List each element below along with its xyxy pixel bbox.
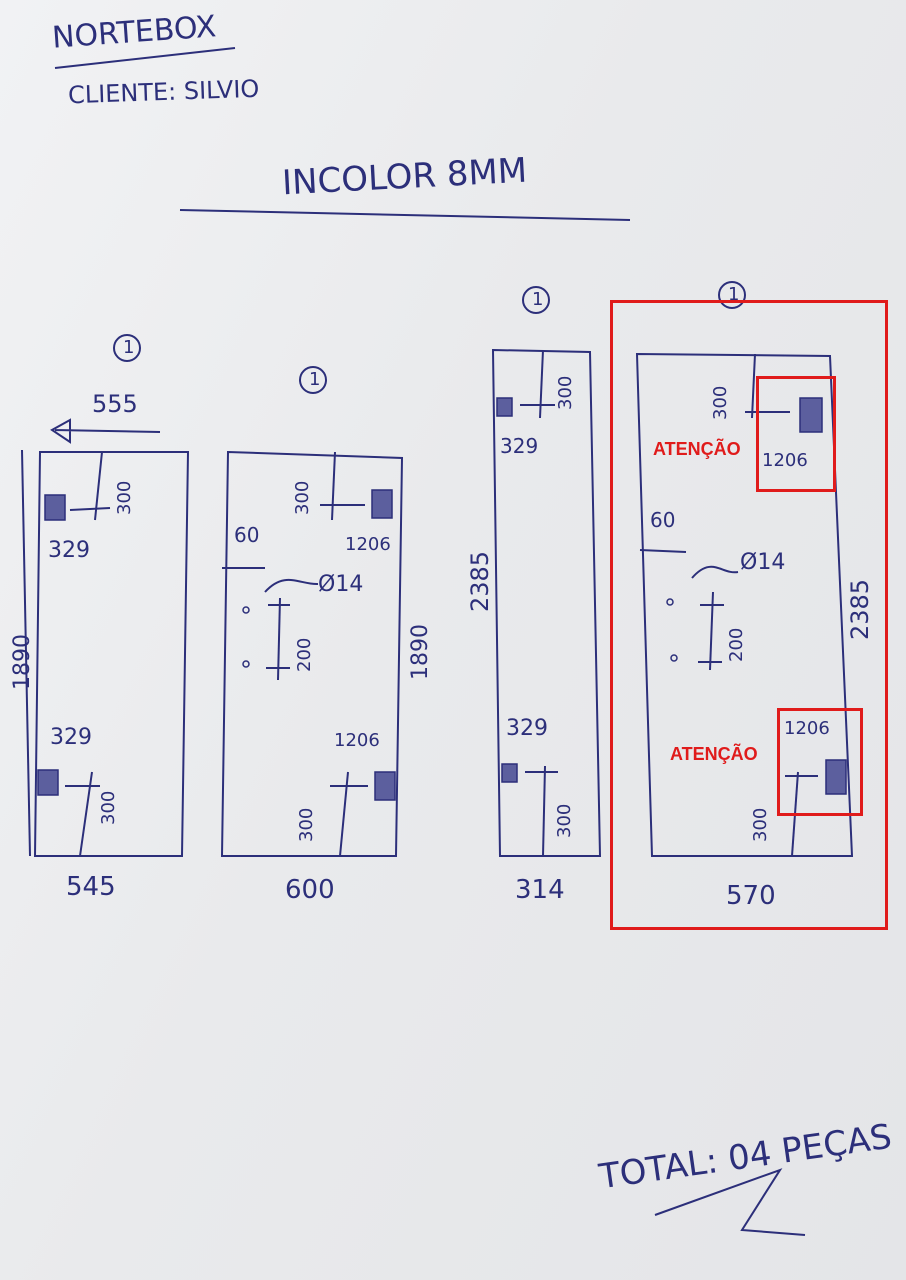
- piece-3-bottom-hinge-label: 329: [506, 716, 548, 741]
- signature-squiggle: [654, 1168, 806, 1236]
- piece-1-arrow: [50, 418, 161, 444]
- piece-2-hole-spacing: 200: [294, 637, 315, 672]
- piece-1-top-hinge: [44, 494, 66, 521]
- warning-bottom-label: ATENÇÃO: [670, 744, 758, 764]
- company-underline: [54, 47, 236, 69]
- piece-2-top-hinge-label: 1206: [345, 534, 391, 555]
- piece-3-bottom-hinge-distance: 300: [554, 803, 575, 838]
- piece-4-hole-top: [666, 598, 674, 606]
- piece-1-width-bottom: 545: [66, 872, 116, 902]
- piece-4-hole-leader: [691, 565, 739, 579]
- piece-4-qty: 1: [728, 284, 740, 305]
- piece-2-top-hinge-dim: [331, 451, 336, 521]
- piece-1-bottom-hinge-label: 329: [50, 725, 92, 750]
- piece-3-width-bottom: 314: [515, 875, 565, 905]
- piece-4-width-bottom: 570: [726, 881, 776, 911]
- piece-1-top-hinge-dim: [94, 451, 103, 521]
- piece-1-qty-circle: [113, 334, 141, 362]
- piece-3-top-hinge-distance: 300: [555, 375, 576, 410]
- piece-4-hole-bottom: [670, 654, 678, 662]
- piece-4-hole-diameter: Ø14: [740, 550, 786, 575]
- piece-3-qty-circle: [522, 286, 550, 314]
- piece-1-height-dim: [21, 449, 31, 857]
- piece-4-top-hinge-label: 1206: [762, 450, 808, 471]
- piece-2-top-hinge-distance: 300: [292, 480, 313, 515]
- piece-1-top-hinge-distance: 300: [114, 480, 135, 515]
- highlight-bottom-hinge: [777, 708, 863, 816]
- piece-2-bottom-hinge-dim: [339, 771, 349, 857]
- piece-1-qty: 1: [123, 337, 135, 358]
- piece-4-hole-offset: 60: [650, 508, 676, 532]
- piece-1-height: 1890: [10, 634, 35, 690]
- piece-2-hole-offset: 60: [234, 523, 260, 547]
- piece-1-top-hinge-tick: [69, 507, 111, 511]
- material-underline: [179, 209, 631, 221]
- piece-1-width-top: 555: [92, 390, 138, 418]
- piece-2-bottom-hinge-label: 1206: [334, 730, 380, 751]
- piece-2-hole-top: [242, 606, 250, 614]
- piece-4-hole-offset-dim: [639, 549, 687, 553]
- highlight-piece-4: [610, 300, 888, 930]
- piece-2-hole-leader: [264, 578, 319, 593]
- piece-2-top-hinge: [371, 489, 393, 519]
- piece-4-qty-circle: [718, 281, 746, 309]
- piece-2-height: 1890: [408, 624, 433, 680]
- piece-2-qty-circle: [299, 366, 327, 394]
- piece-1-bottom-hinge-distance: 300: [98, 790, 119, 825]
- piece-2-qty: 1: [309, 369, 321, 390]
- piece-3-qty: 1: [532, 289, 544, 310]
- piece-2-outline: [220, 450, 404, 857]
- piece-3-bottom-hinge-dim: [542, 765, 546, 857]
- piece-2-bottom-hinge-distance: 300: [296, 807, 317, 842]
- piece-2-hole-spacing-dim: [277, 597, 281, 681]
- piece-1-top-hinge-label: 329: [48, 538, 90, 563]
- piece-2-hole-diameter: Ø14: [318, 572, 364, 597]
- warning-top-label: ATENÇÃO: [653, 439, 741, 459]
- piece-4-top-hinge-dim: [751, 353, 756, 419]
- piece-2-bottom-hinge: [374, 771, 396, 801]
- piece-1-outline: [33, 451, 190, 857]
- highlight-top-hinge: [756, 376, 836, 492]
- piece-4-top-hinge: [799, 397, 823, 433]
- piece-1-bottom-hinge: [37, 769, 59, 796]
- piece-3-bottom-hinge: [501, 763, 518, 783]
- piece-4-bottom-hinge: [825, 759, 847, 795]
- piece-3-top-hinge: [496, 397, 513, 417]
- piece-3-height: 2385: [466, 550, 494, 612]
- piece-3-outline: [491, 348, 602, 857]
- piece-3-top-hinge-label: 329: [500, 434, 539, 458]
- piece-2-width-bottom: 600: [285, 875, 335, 905]
- piece-3-top-hinge-dim: [539, 349, 544, 419]
- piece-4-outline: [635, 352, 854, 857]
- piece-2-hole-bottom: [242, 660, 250, 668]
- client-name: CLIENTE: SILVIO: [67, 74, 260, 110]
- piece-4-bottom-hinge-label: 1206: [784, 718, 830, 739]
- piece-1-bottom-hinge-dim: [79, 771, 93, 857]
